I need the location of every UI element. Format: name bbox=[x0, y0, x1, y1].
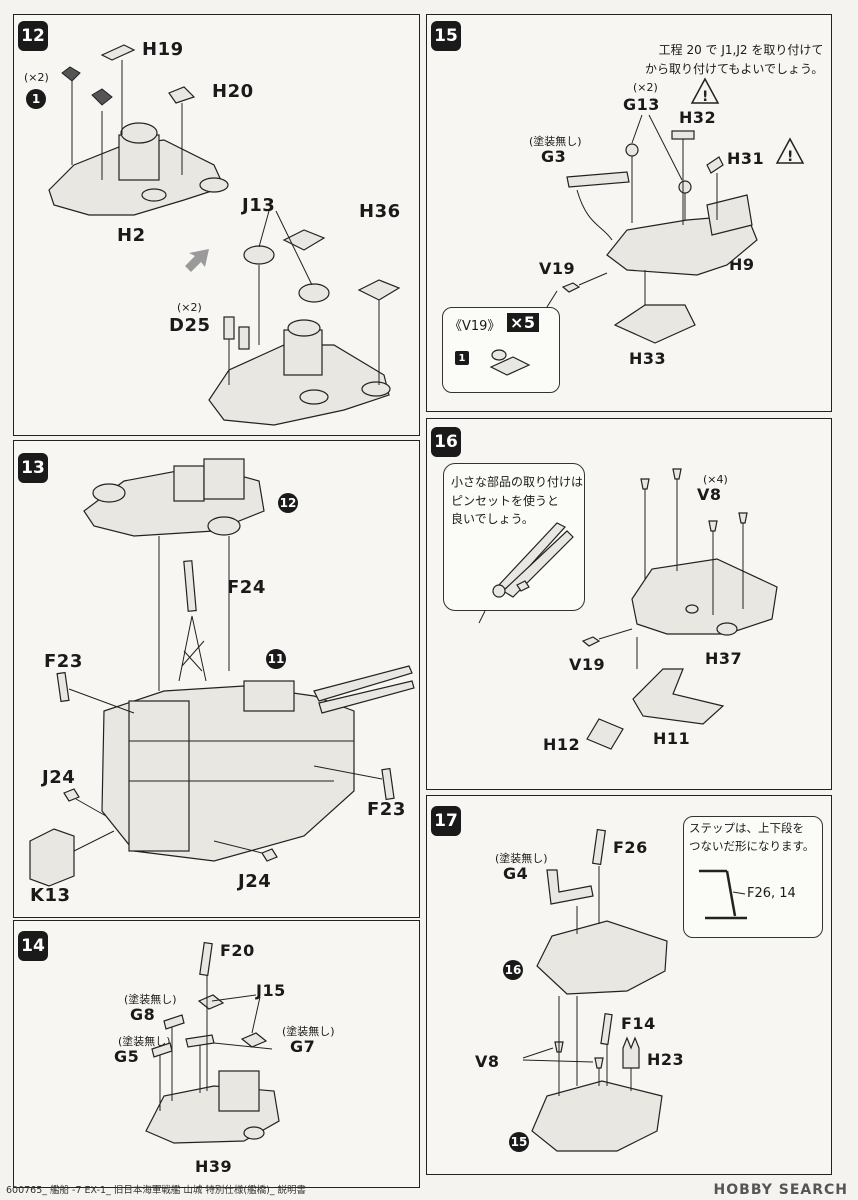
step-17-note: ステップは、上下段を つないだ形になります。 bbox=[689, 821, 815, 853]
assembly-ref-12: 12 bbox=[278, 493, 298, 513]
part-label-g5: G5 bbox=[114, 1047, 140, 1066]
part-label-h37: H37 bbox=[705, 649, 743, 668]
part-label-f26: F26 bbox=[613, 838, 648, 857]
v19-detail-qty: ×5 bbox=[507, 313, 539, 332]
step-15-panel: 15 工程 20 で J1,J2 を取り付けて から取り付けてもよいでしょう。 … bbox=[426, 14, 832, 412]
step-17-panel: 17 F26 (塗装無し) G4 F14 H23 V8 16 15 ステップは、… bbox=[426, 795, 832, 1175]
watermark: HOBBY SEARCH bbox=[713, 1182, 848, 1198]
part-label-v8: V8 bbox=[697, 485, 722, 504]
part-label-h19: H19 bbox=[142, 39, 184, 60]
unpainted-g8: (塗装無し) bbox=[124, 993, 177, 1006]
part-label-j24-right: J24 bbox=[238, 871, 272, 892]
qty-g13: (×2) bbox=[633, 81, 658, 94]
part-label-h33: H33 bbox=[629, 349, 667, 368]
step-16-drawing bbox=[478, 468, 778, 750]
svg-text:!: ! bbox=[787, 149, 793, 165]
step-14-badge: 14 bbox=[18, 931, 48, 961]
part-label-h36: H36 bbox=[359, 201, 401, 222]
part-label-j24-left: J24 bbox=[42, 767, 76, 788]
part-label-f20: F20 bbox=[220, 941, 255, 960]
part-label-g8: G8 bbox=[130, 1005, 156, 1024]
part-label-h12: H12 bbox=[543, 735, 581, 754]
part-label-v8: V8 bbox=[475, 1052, 500, 1071]
part-label-j13: J13 bbox=[242, 195, 276, 216]
part-label-v19: V19 bbox=[569, 655, 606, 674]
part-label-h32: H32 bbox=[679, 108, 717, 127]
svg-text:!: ! bbox=[702, 89, 708, 105]
part-label-v19: V19 bbox=[539, 259, 576, 278]
part-label-f14: F14 bbox=[621, 1014, 656, 1033]
unpainted-g5: (塗装無し) bbox=[118, 1035, 171, 1048]
part-label-g13: G13 bbox=[623, 95, 660, 114]
step-note-label: F26, 14 bbox=[747, 886, 796, 901]
v19-detail-ref: 1 bbox=[455, 351, 469, 365]
step-15-drawing: ! ! bbox=[489, 77, 805, 376]
unpainted-g3: (塗装無し) bbox=[529, 135, 582, 148]
step-12-panel: 12 (×2) 1 H19 H20 H2 J13 H36 (×2) D25 bbox=[13, 14, 420, 436]
step-12-drawing bbox=[48, 44, 401, 426]
footer-text: 600765_ 艦船 -7 EX-1_ 旧日本海軍戦艦 山城 特別仕様(艦橋)_… bbox=[6, 1185, 307, 1196]
step-13-badge: 13 bbox=[18, 453, 48, 483]
step-15-note: 工程 20 で J1,J2 を取り付けて から取り付けてもよいでしょう。 bbox=[645, 43, 824, 76]
qty-label: (×2) bbox=[24, 71, 49, 84]
part-label-d25: D25 bbox=[169, 315, 211, 336]
part-label-g4: G4 bbox=[503, 864, 529, 883]
assembly-ref-16: 16 bbox=[503, 960, 523, 980]
part-label-h11: H11 bbox=[653, 729, 691, 748]
part-label-h39: H39 bbox=[195, 1157, 233, 1176]
part-label-h2: H2 bbox=[117, 225, 146, 246]
part-label-h20: H20 bbox=[212, 81, 254, 102]
part-label-g3: G3 bbox=[541, 147, 567, 166]
part-label-h9: H9 bbox=[729, 255, 755, 274]
qty-v8: (×4) bbox=[703, 473, 728, 486]
step-13-drawing bbox=[29, 458, 415, 887]
qty-d25: (×2) bbox=[177, 301, 202, 314]
subassembly-ref-1: 1 bbox=[26, 89, 46, 109]
step-16-note: 小さな部品の取り付けは ピンセットを使うと 良いでしょう。 bbox=[451, 475, 584, 527]
part-label-h23: H23 bbox=[647, 1050, 685, 1069]
assembly-ref-11: 11 bbox=[266, 649, 286, 669]
part-label-f23-right: F23 bbox=[367, 799, 406, 820]
part-label-f23-left: F23 bbox=[44, 651, 83, 672]
unpainted-g4: (塗装無し) bbox=[495, 852, 548, 865]
step-13-panel: 13 12 11 F24 F23 J24 F23 K13 J24 bbox=[13, 440, 420, 918]
step-16-badge: 16 bbox=[431, 427, 461, 457]
step-15-badge: 15 bbox=[431, 21, 461, 51]
part-label-f24: F24 bbox=[227, 577, 266, 598]
part-label-h31: H31 bbox=[727, 149, 765, 168]
step-17-drawing bbox=[522, 828, 747, 1152]
part-label-g7: G7 bbox=[290, 1037, 316, 1056]
step-14-drawing bbox=[145, 941, 280, 1144]
unpainted-g7: (塗装無し) bbox=[282, 1025, 335, 1038]
v19-detail-label: 《V19》 bbox=[449, 319, 501, 334]
step-17-badge: 17 bbox=[431, 806, 461, 836]
step-14-panel: 14 F20 J15 (塗装無し) G8 (塗装無し) G5 (塗装無し) G7… bbox=[13, 920, 420, 1188]
part-label-k13: K13 bbox=[30, 885, 71, 906]
assembly-ref-15: 15 bbox=[509, 1132, 529, 1152]
step-12-badge: 12 bbox=[18, 21, 48, 51]
step-16-panel: 16 小さな部品の取り付けは ピンセットを使うと 良いでしょう。 (×4) V8… bbox=[426, 418, 832, 790]
part-label-j15: J15 bbox=[256, 981, 286, 1000]
